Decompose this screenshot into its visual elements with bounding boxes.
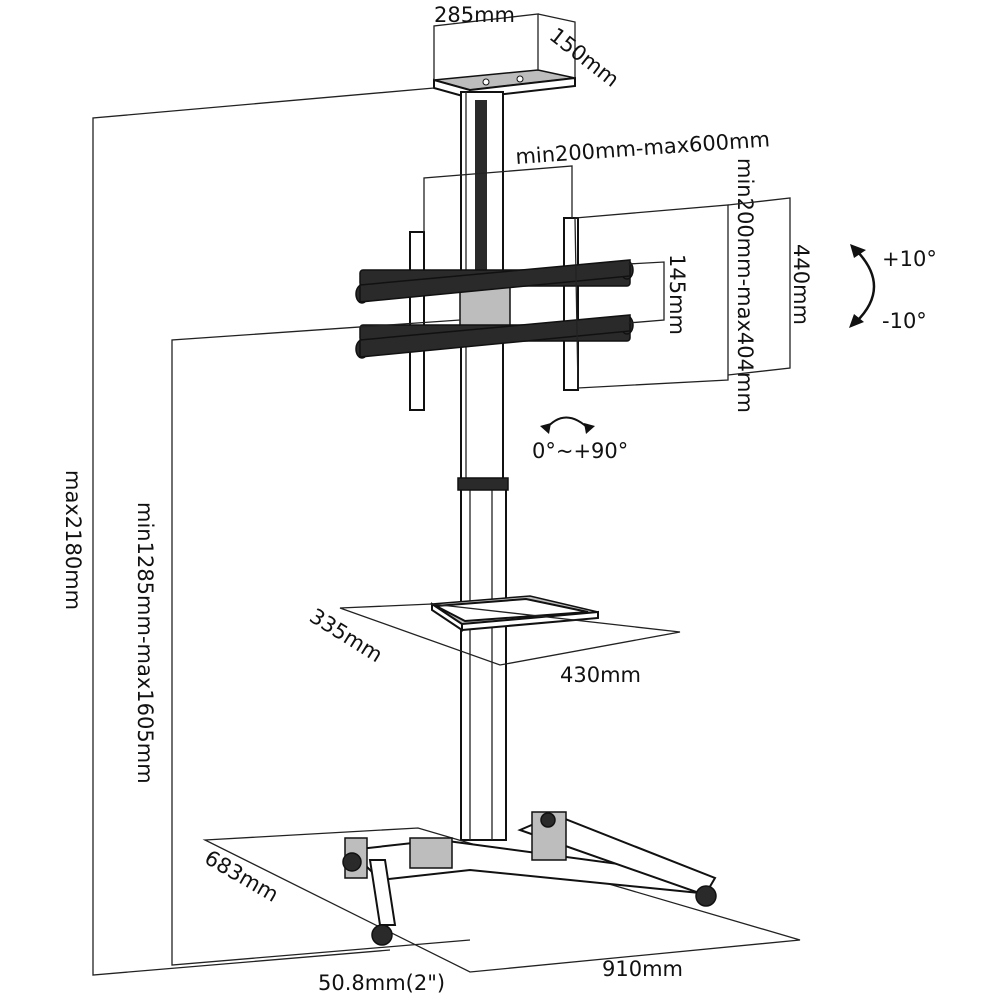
tilt-up-label: +10° bbox=[882, 247, 937, 271]
stand-base bbox=[344, 811, 717, 926]
lower-column bbox=[457, 477, 509, 841]
top-camera-shelf bbox=[433, 69, 576, 100]
top-width-dimension bbox=[433, 13, 539, 80]
top-width-label: 285mm bbox=[434, 3, 515, 27]
tv-panel-outline bbox=[574, 204, 729, 389]
vesa-width-dimension bbox=[423, 165, 573, 232]
arm-spacing-label: 145mm bbox=[665, 254, 689, 335]
arm-spacing-dimension bbox=[627, 261, 665, 324]
base-depth-label: 683mm bbox=[201, 846, 283, 907]
vesa-bracket bbox=[355, 217, 634, 411]
middle-shelf bbox=[429, 595, 599, 632]
vesa-width-label: min200mm-max600mm bbox=[515, 127, 771, 169]
overall-height-label: max2180mm bbox=[61, 470, 85, 610]
vesa-height-label: min200mm-max404mm bbox=[733, 158, 757, 413]
shelf-depth-label: 335mm bbox=[305, 604, 386, 667]
shelf-width-label: 430mm bbox=[560, 663, 641, 687]
rotation-label: 0°~+90° bbox=[532, 439, 628, 463]
top-depth-dimension bbox=[537, 13, 576, 78]
caster-wheels bbox=[342, 812, 717, 946]
caster-label: 50.8mm(2") bbox=[318, 971, 445, 995]
rotation-arrow-icon bbox=[540, 416, 595, 434]
overall-height-dimension bbox=[92, 87, 435, 976]
panel-height-dimension bbox=[727, 197, 791, 376]
tilt-down-label: -10° bbox=[882, 309, 927, 333]
mount-height-label: min1285mm-max1605mm bbox=[133, 502, 157, 784]
panel-height-label: 440mm bbox=[789, 244, 813, 325]
shelf-footprint-dimension bbox=[339, 603, 681, 666]
tilt-arrow-icon bbox=[849, 244, 876, 328]
base-width-label: 910mm bbox=[602, 957, 683, 981]
mount-height-dimension bbox=[171, 319, 471, 966]
